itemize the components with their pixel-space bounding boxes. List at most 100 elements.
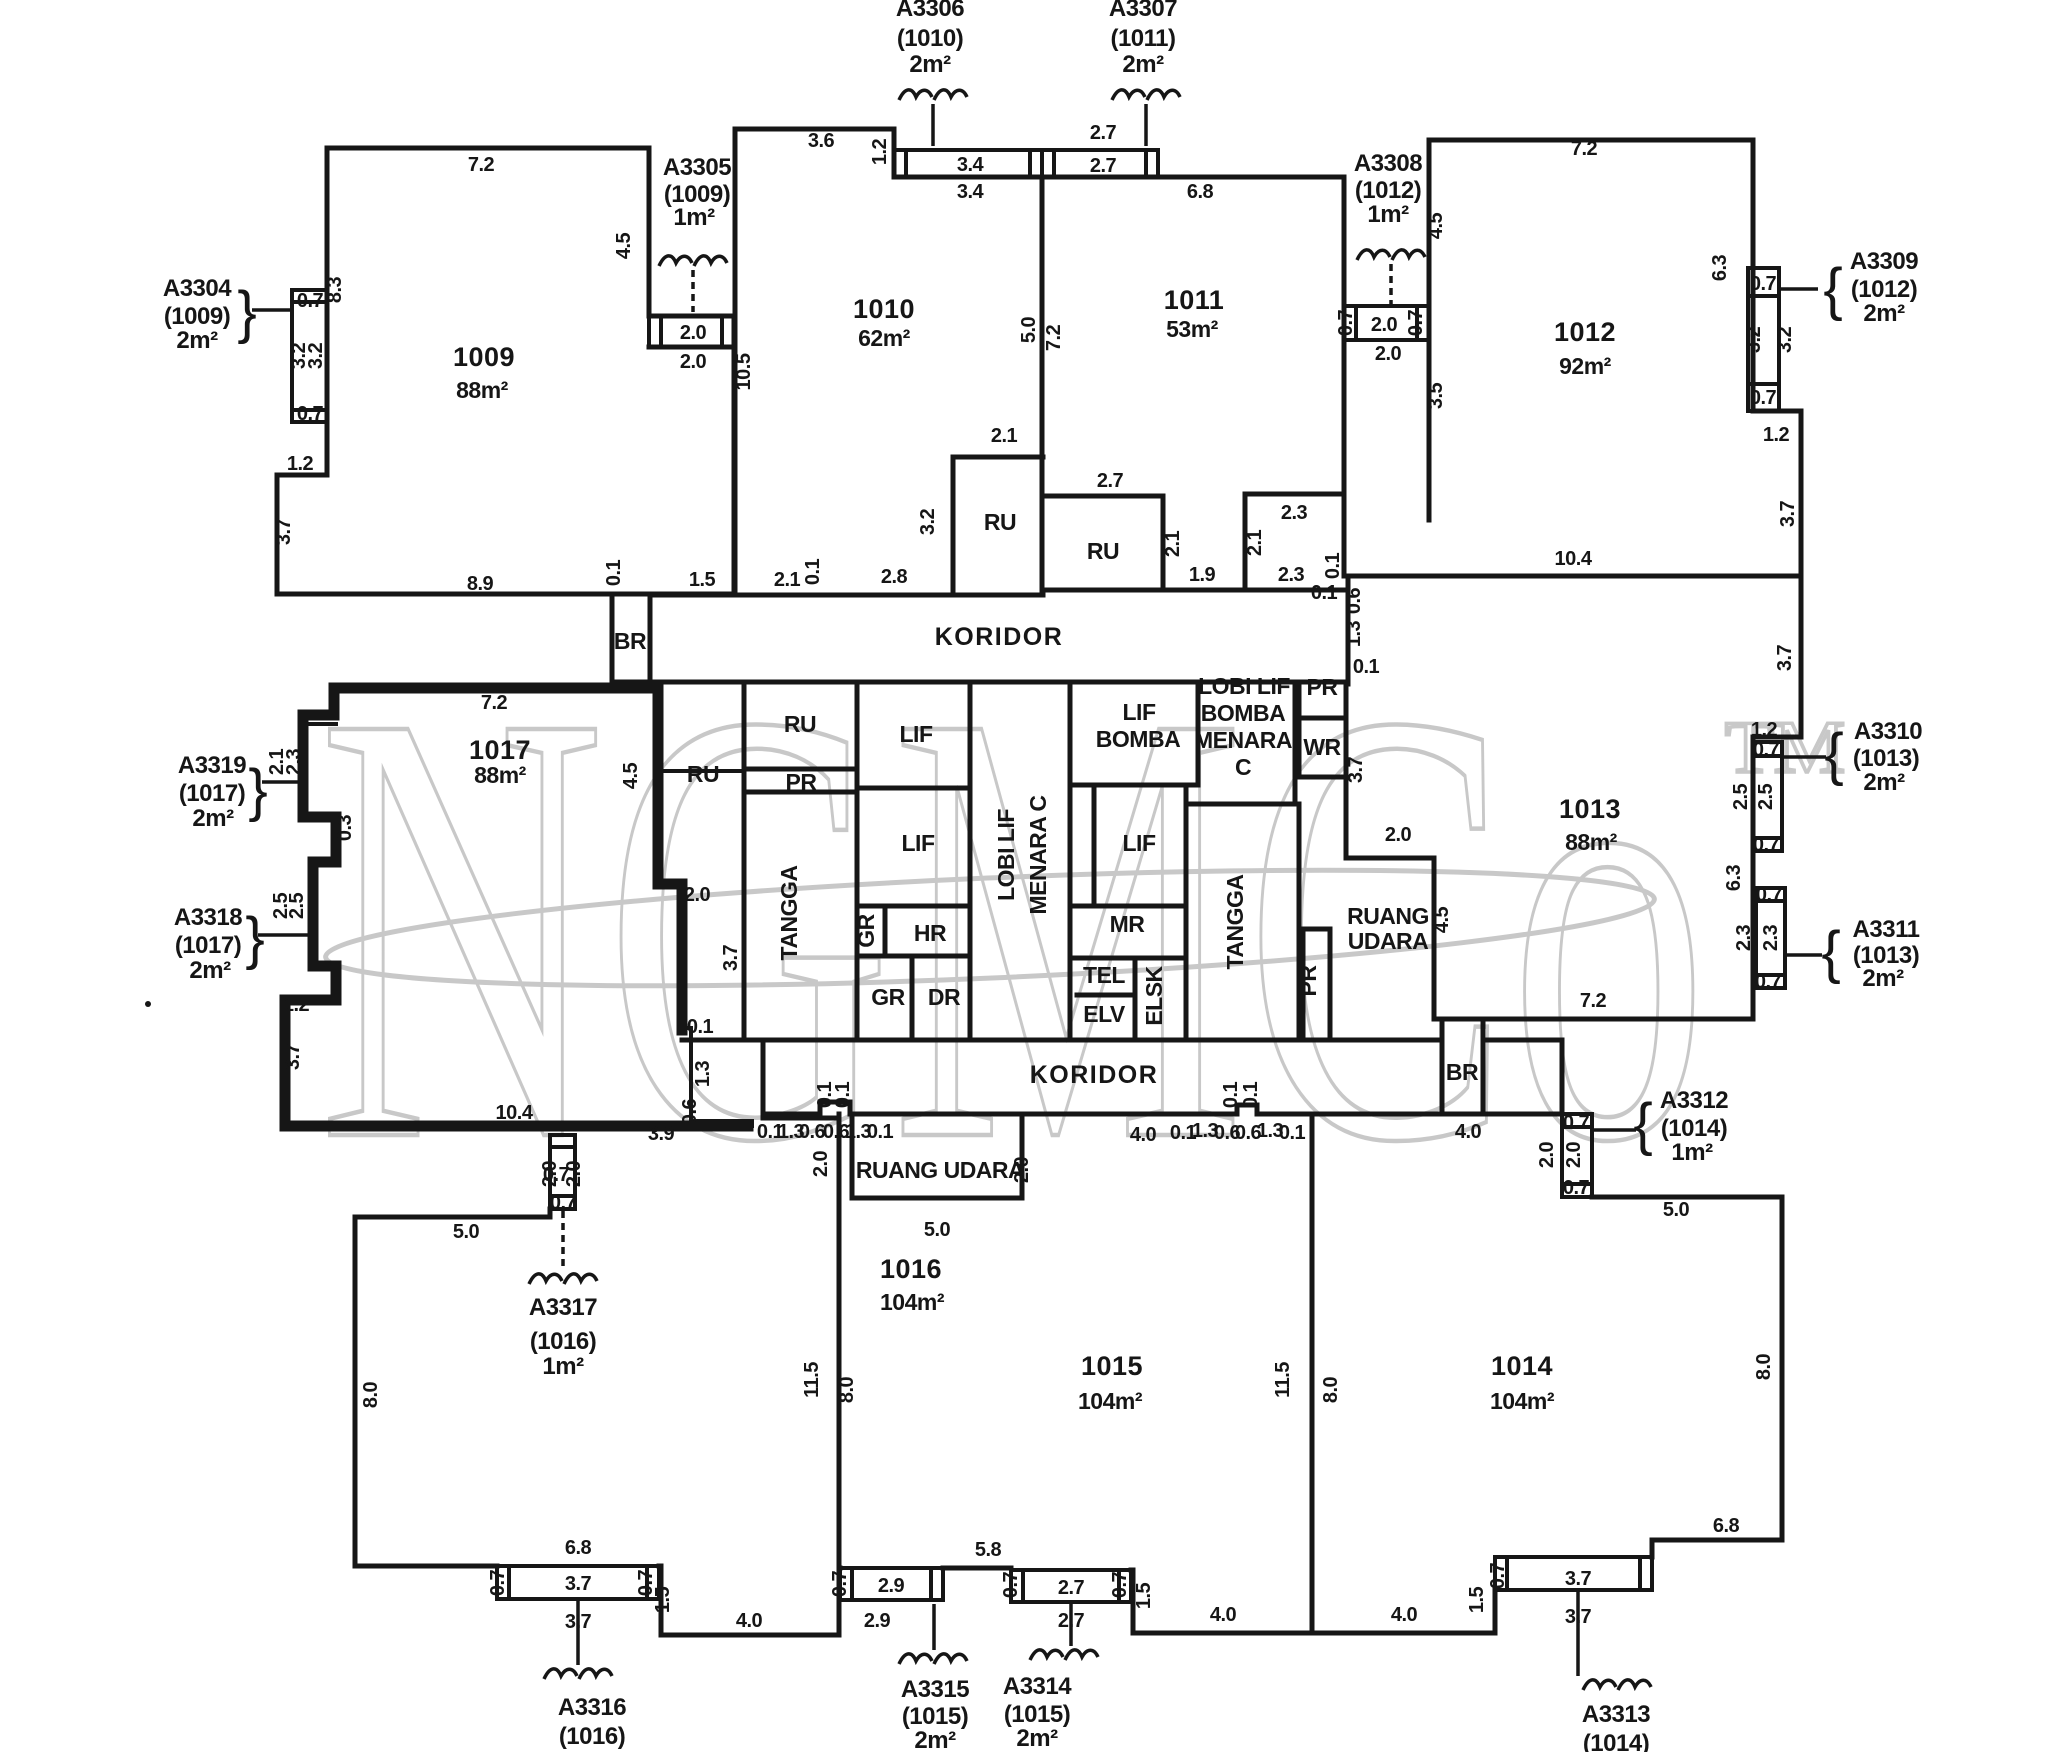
- svg-text:0.7: 0.7: [1563, 1112, 1590, 1134]
- svg-text:0.6: 0.6: [1235, 1122, 1262, 1144]
- svg-text:0.1: 0.1: [802, 558, 824, 585]
- svg-text:(1012): (1012): [1851, 276, 1917, 303]
- svg-text:2.5: 2.5: [1730, 783, 1752, 810]
- svg-text:1m²: 1m²: [1367, 201, 1409, 228]
- svg-text:0.7: 0.7: [550, 1192, 577, 1214]
- svg-text:4.0: 4.0: [1210, 1604, 1237, 1626]
- svg-text:0.6: 0.6: [823, 1121, 850, 1143]
- svg-text:1010: 1010: [853, 294, 915, 324]
- svg-text:1.2: 1.2: [283, 994, 310, 1016]
- svg-text:2m²: 2m²: [571, 1749, 613, 1752]
- svg-text:2m²: 2m²: [189, 957, 231, 984]
- svg-text:RUANG UDARA: RUANG UDARA: [856, 1157, 1024, 1183]
- svg-text:1016: 1016: [880, 1254, 942, 1284]
- svg-text:1.2: 1.2: [1763, 424, 1790, 446]
- svg-text:0.6: 0.6: [679, 1098, 701, 1125]
- svg-text:6.3: 6.3: [1709, 254, 1731, 281]
- svg-text:ELSK: ELSK: [1141, 965, 1167, 1025]
- svg-text:4.0: 4.0: [1391, 1604, 1418, 1626]
- svg-text:A3319: A3319: [178, 752, 246, 779]
- svg-text:LIF: LIF: [1123, 830, 1156, 856]
- svg-text:2.0: 2.0: [1011, 1156, 1033, 1183]
- svg-text:8.0: 8.0: [1753, 1353, 1775, 1380]
- svg-text:0.7: 0.7: [829, 1570, 851, 1597]
- svg-text:3.6: 3.6: [808, 130, 835, 152]
- svg-text:4.0: 4.0: [736, 1610, 763, 1632]
- svg-text:2m²: 2m²: [909, 51, 951, 78]
- svg-text:7.2: 7.2: [1043, 324, 1065, 351]
- svg-text:LOBI LIF: LOBI LIF: [1198, 673, 1290, 699]
- svg-text:3.2: 3.2: [1774, 326, 1796, 353]
- svg-text:TANGGA: TANGGA: [1222, 875, 1248, 970]
- svg-text:(1016): (1016): [530, 1328, 596, 1355]
- svg-text:4.0: 4.0: [1455, 1121, 1482, 1143]
- svg-text:ELV: ELV: [1083, 1001, 1126, 1027]
- svg-text:1m²: 1m²: [1671, 1139, 1713, 1166]
- svg-text:2.0: 2.0: [1385, 824, 1412, 846]
- svg-text:3.7: 3.7: [565, 1573, 592, 1595]
- svg-text:2.0: 2.0: [563, 1160, 585, 1187]
- svg-text:2.3: 2.3: [1278, 564, 1305, 586]
- svg-text:{: {: [1824, 722, 1843, 787]
- svg-text:RU: RU: [784, 711, 816, 737]
- svg-text:11.5: 11.5: [801, 1362, 823, 1398]
- svg-text:8.9: 8.9: [467, 573, 494, 595]
- svg-text:5.0: 5.0: [1663, 1199, 1690, 1221]
- svg-text:2.7: 2.7: [1090, 155, 1117, 177]
- svg-text:3.2: 3.2: [917, 508, 939, 535]
- svg-text:0.1: 0.1: [814, 1081, 836, 1108]
- svg-text:2m²: 2m²: [1122, 51, 1164, 78]
- svg-text:KORIDOR: KORIDOR: [935, 623, 1064, 651]
- svg-text:A3311: A3311: [1853, 916, 1920, 943]
- svg-text:1013: 1013: [1559, 794, 1621, 824]
- svg-text:6.8: 6.8: [565, 1537, 592, 1559]
- svg-text:2.8: 2.8: [881, 566, 908, 588]
- svg-text:5.0: 5.0: [924, 1219, 951, 1241]
- svg-text:A3316: A3316: [558, 1694, 626, 1721]
- svg-text:MENARA: MENARA: [1194, 727, 1292, 753]
- svg-text:10.4: 10.4: [1555, 548, 1593, 570]
- svg-text:0.7: 0.7: [1405, 309, 1427, 336]
- svg-text:3.7: 3.7: [1774, 644, 1796, 671]
- svg-text:1012: 1012: [1554, 317, 1616, 347]
- svg-text:UDARA: UDARA: [1348, 928, 1429, 954]
- svg-text:104m²: 104m²: [880, 1289, 945, 1315]
- svg-text:(1014): (1014): [1661, 1115, 1727, 1142]
- svg-text:0.1: 0.1: [1279, 1122, 1306, 1144]
- svg-text:(1016): (1016): [559, 1723, 625, 1750]
- svg-text:0.7: 0.7: [1755, 971, 1782, 993]
- svg-text:8.0: 8.0: [1320, 1376, 1342, 1403]
- svg-text:2.9: 2.9: [864, 1610, 891, 1632]
- svg-text:0.1: 0.1: [1353, 656, 1380, 678]
- svg-text:(1009): (1009): [164, 303, 230, 330]
- svg-text:88m²: 88m²: [474, 762, 527, 788]
- svg-text:2.7: 2.7: [1097, 470, 1124, 492]
- svg-text:2.3: 2.3: [1733, 924, 1755, 951]
- svg-text:PR: PR: [1307, 674, 1339, 700]
- svg-text:2.1: 2.1: [1244, 529, 1266, 556]
- svg-text:2.9: 2.9: [878, 1575, 905, 1597]
- svg-text:(1013): (1013): [1853, 942, 1919, 969]
- svg-text:3.7: 3.7: [565, 1611, 592, 1633]
- svg-text:0.1: 0.1: [1322, 552, 1344, 579]
- svg-text:88m²: 88m²: [1565, 829, 1618, 855]
- svg-text:2m²: 2m²: [1863, 300, 1905, 327]
- svg-text:2.0: 2.0: [1563, 1141, 1585, 1168]
- svg-text:7.2: 7.2: [1580, 990, 1607, 1012]
- svg-text:A3310: A3310: [1854, 718, 1922, 745]
- svg-text:RU: RU: [1087, 538, 1119, 564]
- svg-text:3.4: 3.4: [957, 154, 985, 176]
- svg-text:(1011): (1011): [1110, 25, 1175, 52]
- svg-text:TANGGA: TANGGA: [776, 866, 802, 961]
- svg-text:62m²: 62m²: [858, 325, 911, 351]
- svg-text:3.7: 3.7: [273, 518, 295, 545]
- svg-text:A3313: A3313: [1582, 1701, 1650, 1728]
- svg-text:2.1: 2.1: [774, 569, 801, 591]
- svg-text:0.1: 0.1: [687, 1016, 714, 1038]
- svg-text:4.5: 4.5: [1425, 212, 1447, 239]
- svg-text:3.7: 3.7: [1565, 1568, 1592, 1590]
- svg-text:0.7: 0.7: [1109, 1571, 1131, 1598]
- svg-text:1.3: 1.3: [1257, 1120, 1284, 1142]
- svg-text:LIF: LIF: [900, 721, 933, 747]
- svg-text:6.8: 6.8: [1713, 1515, 1740, 1537]
